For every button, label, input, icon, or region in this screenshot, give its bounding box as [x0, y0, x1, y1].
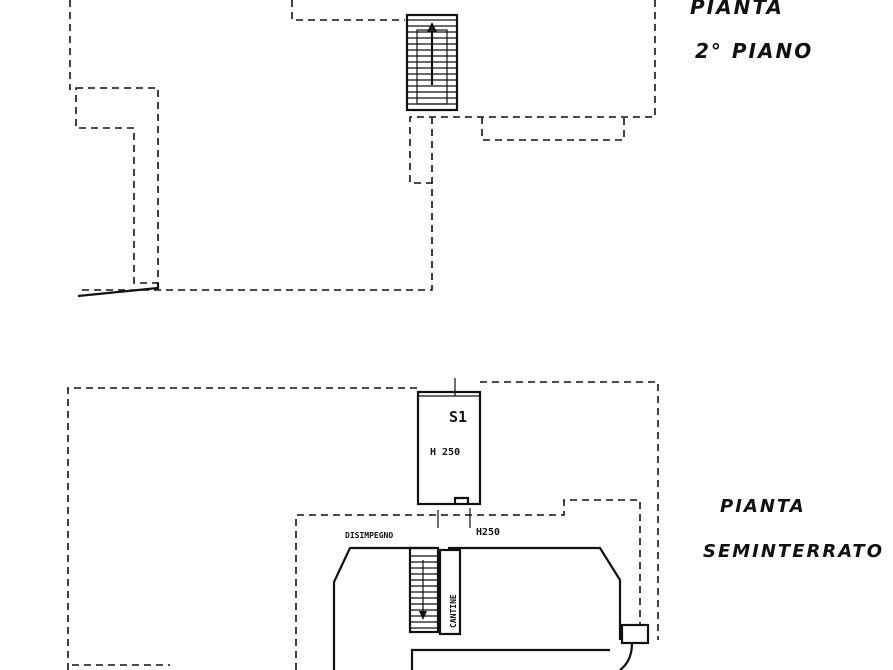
cellar-height-label: H 250 [430, 447, 460, 458]
lower-plan-title-line1: PIANTA [720, 496, 806, 517]
lower-entrance-pillar [620, 623, 650, 645]
upper-floor-plan [69, 0, 656, 298]
upper-plan-title-line2: 2° PIANO [695, 39, 813, 63]
corridor-label: DISIMPEGNO [345, 531, 393, 540]
lower-corridor-walls [332, 546, 622, 670]
upper-left-recess [75, 87, 159, 284]
lower-floor-plan [67, 378, 659, 670]
upper-top-ledge [291, 0, 405, 21]
upper-outer-perimeter [69, 0, 656, 291]
stair-mark-label: S1 [449, 408, 467, 426]
cellars-label: CANTINE [449, 594, 458, 628]
upper-plan-title-line1: PIANTA [690, 0, 784, 19]
upper-base-footing [77, 283, 160, 298]
upper-balcony [481, 117, 625, 141]
lower-plan-title-line2: SEMINTERRATO [703, 541, 884, 562]
lower-inner-block [295, 499, 641, 670]
cellar-room [416, 378, 482, 506]
lower-entrance-arc [619, 642, 634, 670]
lower-staircase [408, 546, 462, 636]
lower-outer-perimeter [67, 381, 659, 670]
corridor-height-label: H250 [476, 527, 500, 538]
upper-staircase [405, 13, 459, 112]
